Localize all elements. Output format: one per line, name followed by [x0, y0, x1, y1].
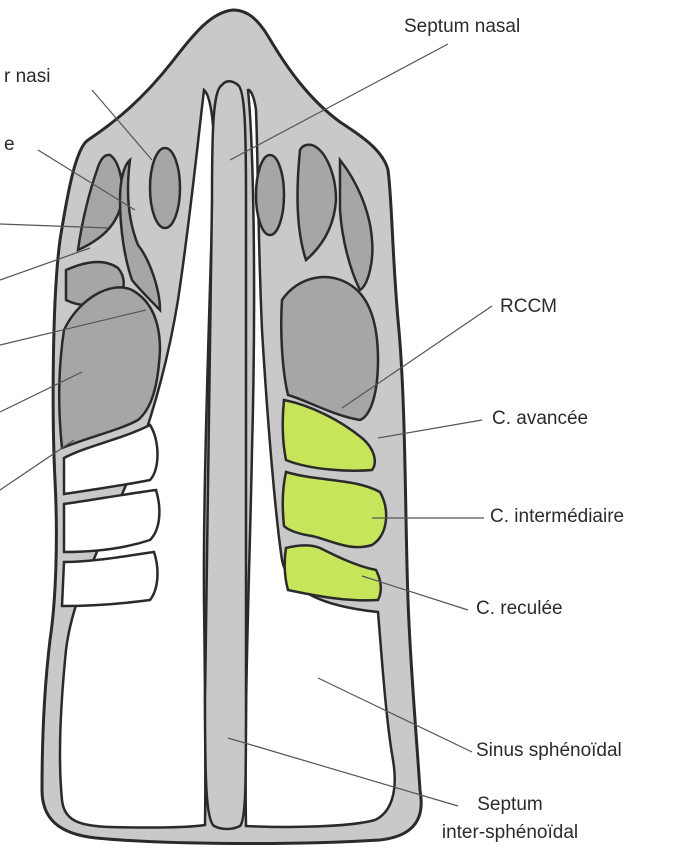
nasal-septum — [205, 81, 246, 829]
label-c-avancee: C. avancée — [492, 408, 588, 430]
label-sinus-sphenoidal: Sinus sphénoïdal — [476, 740, 622, 762]
label-septum-nasal: Septum nasal — [404, 16, 520, 38]
label-left-partial: e — [4, 134, 15, 156]
right-agger-cell — [256, 155, 284, 235]
label-c-reculee: C. reculée — [476, 598, 563, 620]
label-rccm: RCCM — [500, 296, 557, 318]
label-agger-nasi: r nasi — [4, 66, 50, 88]
label-septum-inter-line1: Septum — [410, 794, 610, 816]
label-c-intermediaire: C. intermédiaire — [490, 506, 624, 528]
label-septum-inter-line2: inter-sphénoïdal — [410, 822, 610, 844]
right-cell-large — [281, 277, 378, 420]
left-agger-cell — [150, 148, 180, 228]
